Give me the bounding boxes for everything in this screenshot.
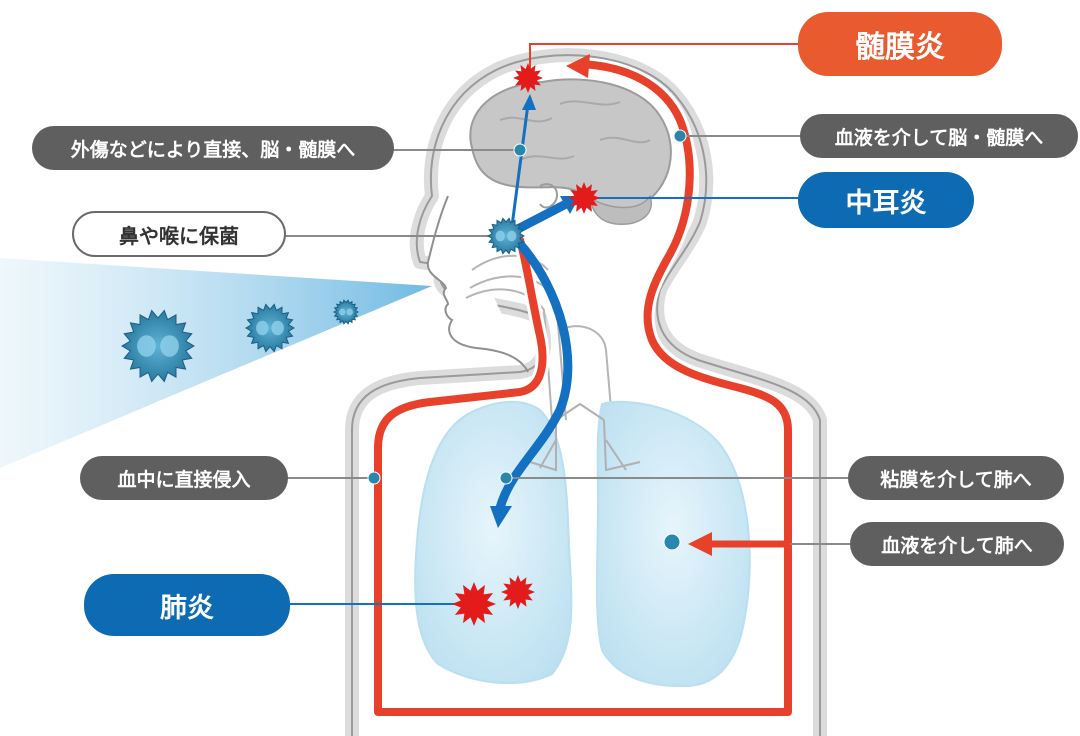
airway-arrow-down [495,239,573,513]
carrier-label: 鼻や喉に保菌 [72,211,286,257]
left-lung [414,400,573,685]
bacteria-large-icon [121,309,195,383]
bronchi [529,402,641,472]
meningitis-label: 髄膜炎 [798,12,1002,76]
infection-site-lung-small-icon [501,575,535,609]
airway-arrow-brain [510,103,530,227]
otitis-media-label: 中耳炎 [798,172,974,228]
brain [469,78,672,210]
infection-site-lung-icon [452,582,496,626]
infection-site-ear-icon [568,182,600,214]
bacteria-medium-icon [245,303,295,353]
airway-arrowhead-brain [522,94,536,110]
vessel-arrowhead [566,54,590,78]
ear-canal [539,183,558,209]
infection-site-meningitis-icon [513,63,543,93]
blood-to-lung-label: 血液を介して肺へ [850,522,1064,566]
airway-arrowhead-down [490,506,512,528]
airway-arrow-ear [507,199,571,237]
blood-vessel-red [374,60,792,716]
airflow-beam [0,258,432,468]
mucosa-to-lung-label: 粘膜を介して肺へ [848,456,1064,500]
bacteria-throat-icon [486,217,526,255]
bacteria-dots [367,129,687,551]
pneumonia-label: 肺炎 [84,574,290,636]
trauma-route-label: 外傷などにより直接、脳・髄膜へ [32,126,394,170]
bacteria-small-icon [332,299,360,325]
meningitis-leader [529,43,800,70]
blood-invasion-label: 血中に直接侵入 [80,456,288,500]
leader-lines [284,135,850,545]
cerebellum [589,194,652,225]
blood-to-lung-arrowhead [688,532,712,556]
blood-to-brain-label: 血液を介して脳・髄膜へ [800,114,1078,158]
